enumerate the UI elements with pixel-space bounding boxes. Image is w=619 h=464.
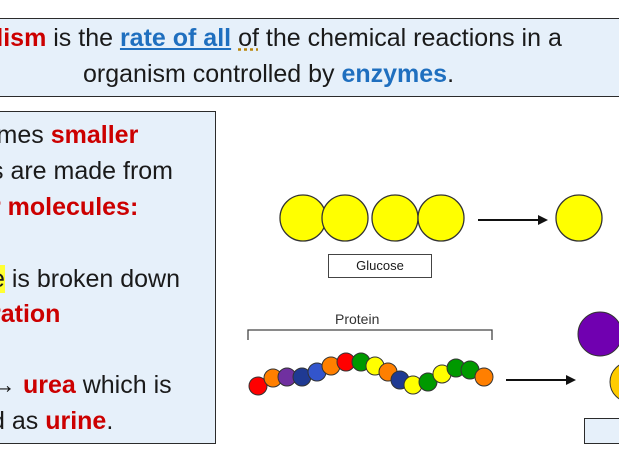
explanation-box: imes smaller s are made from r molecules… <box>0 111 216 444</box>
catabolism-term: olism <box>0 24 47 52</box>
text: which is <box>75 371 172 399</box>
urea-term: urea <box>22 371 76 399</box>
glucose-chain <box>279 194 465 242</box>
enzymes-term: enzymes <box>341 60 448 88</box>
explanation-line: e is broken down <box>0 264 180 294</box>
glucose-molecule <box>371 194 419 242</box>
banner-text: . <box>447 60 455 88</box>
text: . <box>106 407 114 435</box>
respiration-term: ration <box>0 300 61 328</box>
protein-bracket <box>247 329 493 340</box>
title-banner: olism is the rate of all of the chemical… <box>0 18 619 97</box>
smaller-term: smaller <box>50 121 139 149</box>
rate-of-all-link[interactable]: rate of all <box>119 24 232 52</box>
text: d as <box>0 407 39 435</box>
single-glucose-molecule <box>555 194 603 242</box>
glucose-molecule <box>417 194 465 242</box>
explanation-line: s are made from <box>0 156 173 186</box>
banner-line-1: olism is the rate of all of the chemical… <box>0 23 562 53</box>
highlighted-text: e <box>0 265 5 293</box>
text: is broken down <box>4 265 181 293</box>
explanation-line: → urea which is <box>0 370 172 400</box>
amino-acid-label-box <box>584 418 619 444</box>
amino-acid <box>248 376 268 396</box>
text: imes <box>0 121 44 149</box>
banner-text: organism controlled by <box>83 60 342 88</box>
explanation-line: ration <box>0 299 60 329</box>
explanation-line: imes smaller <box>0 120 138 150</box>
glucose-molecule <box>279 194 327 242</box>
glucose-molecule <box>321 194 369 242</box>
banner-text: is the <box>46 24 120 52</box>
banner-line-2: organism controlled by enzymes. <box>83 59 454 89</box>
explanation-line: r molecules: <box>0 192 138 222</box>
arrow-text: → <box>0 371 23 399</box>
urine-term: urine <box>45 407 107 435</box>
arrow-right-icon <box>478 215 548 225</box>
of-word: of <box>238 24 259 52</box>
glucose-label: Glucose <box>328 254 432 278</box>
amino-acid-large <box>609 364 619 400</box>
protein-label: Protein <box>335 311 380 327</box>
protein-chain <box>248 352 494 396</box>
amino-acid <box>474 367 494 387</box>
arrow-right-icon <box>506 375 576 385</box>
molecules-term: r molecules: <box>0 193 139 221</box>
banner-text: the chemical reactions in a <box>258 24 562 52</box>
explanation-line: d as urine. <box>0 406 113 436</box>
text: s are made from <box>0 157 174 185</box>
amino-acid-large <box>577 311 619 357</box>
